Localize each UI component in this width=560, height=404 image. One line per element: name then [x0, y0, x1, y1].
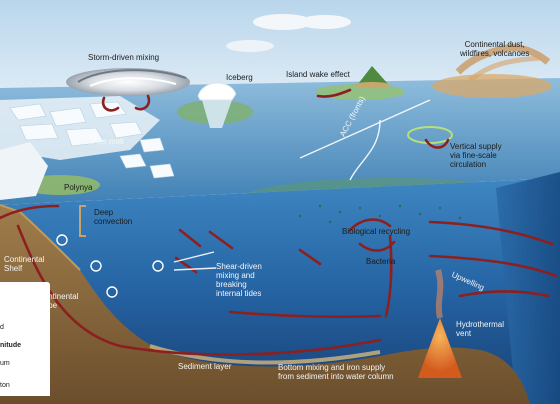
label-bottom-mixing: Bottom mixing and iron supply from sedim…: [278, 363, 394, 381]
label-sediment-layer: Sediment layer: [178, 362, 232, 371]
label-bacteria: Bacteria: [366, 257, 396, 266]
legend-panel: d nitude um ton: [0, 282, 50, 396]
label-polynya: Polynya: [64, 183, 93, 192]
legend-heading: nitude: [0, 342, 21, 349]
legend-item: d: [0, 324, 4, 331]
label-iceberg: Iceberg: [226, 73, 253, 82]
label-shear-mixing: Shear-driven mixing and breaking interna…: [216, 262, 262, 298]
legend-item: ton: [0, 382, 10, 389]
label-hydrothermal-vent: Hydrothermal vent: [456, 320, 505, 338]
label-continental-shelf: Continental Shelf: [4, 255, 45, 273]
label-deep-convection: Deep convection: [94, 208, 133, 226]
label-biological-recycling: Biological recycling: [342, 227, 411, 236]
label-sea-ice-melt: Sea ice melt: [80, 137, 125, 146]
label-continental-dust: Continental dust, wildfires, volcanoes: [460, 40, 530, 58]
label-vertical-supply: Vertical supply via fine-scale circulati…: [450, 142, 502, 169]
label-island-wake: Island wake effect: [286, 70, 350, 79]
label-storm-mixing: Storm-driven mixing: [88, 53, 160, 62]
legend-item: um: [0, 360, 10, 367]
